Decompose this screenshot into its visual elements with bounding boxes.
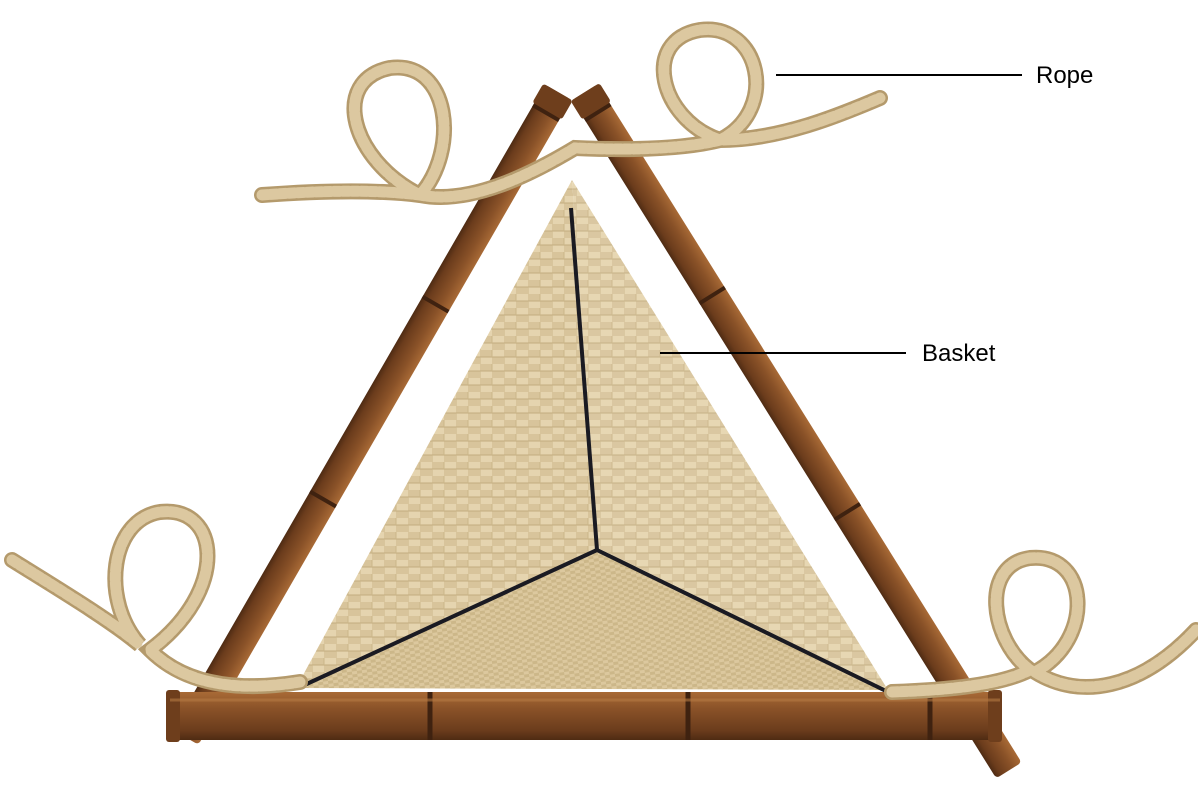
basket-label: Basket xyxy=(922,340,995,368)
rope-top xyxy=(262,29,880,196)
rope-label: Rope xyxy=(1036,62,1093,90)
bamboo-pole-bottom xyxy=(166,690,1002,742)
